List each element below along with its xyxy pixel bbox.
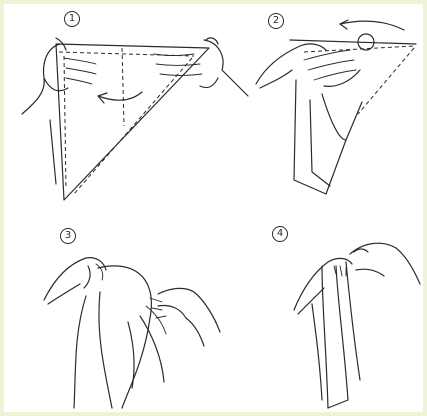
hands-illustration <box>256 44 360 88</box>
step-2-illustration <box>256 20 416 194</box>
illustration-canvas <box>4 4 423 412</box>
right-hand-illustration <box>350 243 420 284</box>
scarf-triangle <box>56 44 209 200</box>
scarf-folded-diagonal <box>290 40 416 194</box>
step-3-illustration <box>44 258 220 408</box>
scarf-folding-figure: 1 2 3 4 <box>4 4 423 412</box>
fold-arrow-icon <box>98 92 142 103</box>
step-4-illustration <box>294 243 420 408</box>
scarf-band <box>74 266 166 408</box>
step-1-illustration <box>22 38 248 200</box>
left-hand-illustration <box>44 258 106 304</box>
scarf-hanging-tails <box>312 262 360 408</box>
right-hand-illustration <box>150 288 220 346</box>
fold-arrow-icon <box>340 20 404 30</box>
